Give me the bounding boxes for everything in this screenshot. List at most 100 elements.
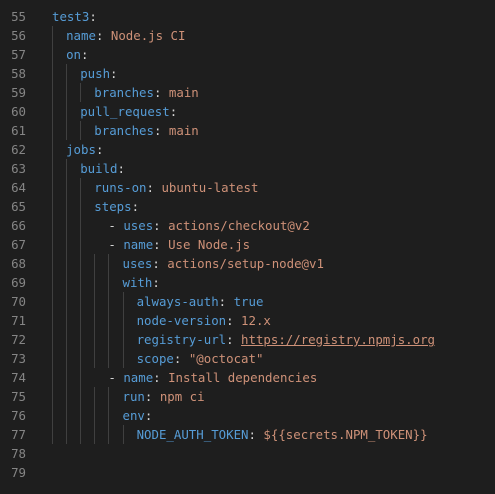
line-number: 78 [11,446,26,461]
yaml-key: env [122,408,145,423]
yaml-separator: : [153,218,169,233]
indent-guide [108,387,110,444]
yaml-key: uses [122,256,153,271]
line-number: 55 [11,9,26,24]
yaml-value: main [168,123,199,138]
code-text: - name: Use Node.js [108,235,250,254]
indent-guide [94,387,96,444]
indent-guide [66,64,68,140]
yaml-key: NODE_AUTH_TOKEN [136,427,249,442]
line-number: 59 [11,85,26,100]
indent-guide [80,83,82,102]
yaml-separator: : [169,104,178,119]
yaml-key: pull_request [80,104,170,119]
code-text: always-auth: true [137,292,264,311]
code-line[interactable]: 66 - uses: actions/checkout@v2 [0,216,495,235]
indent-guide [108,254,110,368]
yaml-value: "@octocat" [188,351,264,366]
yaml-separator: : [248,427,264,442]
yaml-value: Use Node.js [168,237,251,252]
yaml-separator: : [144,389,160,404]
code-text: registry-url: https://registry.npmjs.org [137,330,435,349]
yaml-separator: : [117,161,125,176]
line-number: 79 [11,465,26,480]
line-number: 56 [11,28,26,43]
line-number: 73 [11,351,26,366]
line-number: 57 [11,47,26,62]
indent-guide [80,121,82,140]
yaml-key: on [66,47,82,62]
code-text: - name: Install dependencies [108,368,317,387]
code-text: on: [66,45,88,64]
code-text: node-version: 12.x [137,311,271,330]
url-link[interactable]: https://registry.npmjs.org [241,332,436,347]
code-text: test3: [52,7,97,26]
line-number: 60 [11,104,26,119]
yaml-key: name [123,370,154,385]
yaml-value: ${{secrets.NPM_TOKEN}} [263,427,428,442]
code-line[interactable]: 79 [0,463,495,482]
code-line[interactable]: 56 name: Node.js CI [0,26,495,45]
line-number: 61 [11,123,26,138]
yaml-separator: : [153,370,169,385]
yaml-key: run [122,389,145,404]
yaml-value: ubuntu-latest [161,180,259,195]
yaml-key: always-auth [136,294,219,309]
yaml-value: actions/setup-node@v1 [167,256,324,271]
code-text: jobs: [66,140,103,159]
yaml-separator: : [153,237,169,252]
yaml-separator: : [95,28,111,43]
yaml-separator: : [153,123,169,138]
line-number: 66 [11,218,26,233]
yaml-key: test3 [52,9,90,24]
yaml-key: node-version [136,313,227,328]
list-dash: - [108,218,124,233]
code-text: - uses: actions/checkout@v2 [108,216,309,235]
code-line[interactable]: 57 on: [0,45,495,64]
code-text: pull_request: [80,102,177,121]
code-text: run: npm ci [123,387,205,406]
yaml-key: build [80,161,118,176]
code-line[interactable]: 67 - name: Use Node.js [0,235,495,254]
yaml-value: npm ci [159,389,205,404]
code-line[interactable]: 55 test3: [0,7,495,26]
code-text: with: [123,273,160,292]
yaml-separator: : [81,47,89,62]
indent-guide [80,178,82,444]
code-text: name: Node.js CI [66,26,185,45]
line-number: 67 [11,237,26,252]
line-number: 74 [11,370,26,385]
yaml-separator: : [144,408,153,423]
yaml-key: name [66,28,96,43]
yaml-value: actions/checkout@v2 [168,218,310,233]
code-text: build: [80,159,125,178]
yaml-value: Node.js CI [110,28,186,43]
yaml-key: steps [94,199,132,214]
code-line[interactable]: 74 - name: Install dependencies [0,368,495,387]
yaml-separator: : [152,275,160,290]
code-line[interactable]: 78 [0,444,495,463]
line-number: 75 [11,389,26,404]
indent-guide [122,292,124,368]
yaml-key: push [80,66,111,81]
code-line[interactable]: 75 run: npm ci [0,387,495,406]
code-line[interactable]: 60 pull_request: [0,102,495,121]
line-number: 65 [11,199,26,214]
code-text: uses: actions/setup-node@v1 [123,254,324,273]
